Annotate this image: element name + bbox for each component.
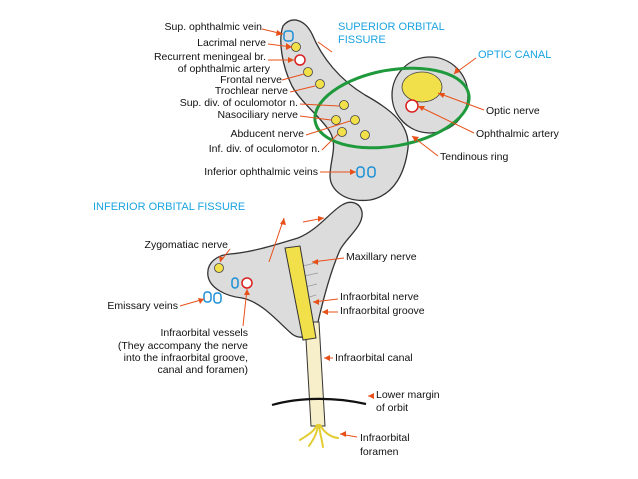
lower-margin-of-orbit	[271, 397, 367, 407]
label-nasociliary-nerve: Nasociliary nerve	[217, 109, 298, 121]
label-inferior-ophthalmic-veins: Inferior ophthalmic veins	[204, 166, 318, 178]
recurrent-meningeal-mark	[294, 54, 306, 66]
label-frontal-nerve: Frontal nerve	[220, 74, 282, 86]
label-ophthalmic-artery: Ophthalmic artery	[476, 128, 560, 140]
inferior-ophthalmic-vein-mark-2	[367, 166, 376, 178]
label-sup-ophthalmic-vein: Sup. ophthalmic vein	[165, 21, 263, 33]
label-inf-div-oculomotor: Inf. div. of oculomotor n.	[209, 143, 320, 155]
inferior-ophthalmic-vein-mark-1	[356, 166, 365, 178]
maxillary-nerve-shape	[284, 245, 317, 341]
label-sup-div-oculomotor: Sup. div. of oculomotor n.	[180, 97, 298, 109]
label-trochlear-nerve: Trochlear nerve	[215, 85, 288, 97]
optic-nerve-mark	[401, 71, 443, 103]
ophthalmic-artery-mark	[405, 99, 419, 113]
label-maxillary-nerve: Maxillary nerve	[346, 251, 417, 263]
label-recurrent-meningeal-1: Recurrent meningeal br.	[154, 51, 266, 63]
label-emissary-veins: Emissary veins	[107, 300, 178, 312]
emissary-vein-mark-3	[231, 277, 239, 289]
label-lacrimal-nerve: Lacrimal nerve	[197, 37, 266, 49]
label-infraorbital-vessels-4: canal and foramen)	[158, 364, 248, 376]
label-abducent-nerve: Abducent nerve	[230, 128, 304, 140]
nasociliary-nerve-mark	[331, 115, 341, 125]
emissary-vein-mark-1	[203, 291, 212, 303]
label-tendinous-ring: Tendinous ring	[440, 151, 508, 163]
heading-optic-canal: OPTIC CANAL	[478, 49, 551, 61]
infraorbital-foramen-branches	[299, 424, 339, 448]
label-infraorbital-nerve: Infraorbital nerve	[340, 291, 419, 303]
abducent-nerve-mark	[350, 115, 360, 125]
label-optic-nerve: Optic nerve	[486, 105, 540, 117]
lacrimal-nerve-mark	[291, 42, 301, 52]
heading-superior-orbital-fissure-1: SUPERIOR ORBITAL	[338, 21, 445, 33]
infraorbital-vessels-mark	[241, 277, 253, 289]
heading-inferior-orbital-fissure: INFERIOR ORBITAL FISSURE	[93, 201, 245, 213]
arrow-heads	[198, 30, 460, 437]
heading-superior-orbital-fissure-2: FISSURE	[338, 34, 386, 46]
inferior-orbital-fissure-shape	[207, 201, 363, 338]
frontal-nerve-mark	[303, 67, 313, 77]
label-infraorbital-vessels-2: (They accompany the nerve	[118, 340, 248, 352]
label-infraorbital-canal: Infraorbital canal	[335, 352, 413, 364]
inf-div-oculomotor-mark-2	[360, 130, 370, 140]
label-recurrent-meningeal-2: of ophthalmic artery	[178, 63, 271, 75]
label-infraorbital-vessels-3: into the infraorbital groove,	[124, 352, 248, 364]
label-zygomatic-nerve: Zygomatiac nerve	[145, 239, 229, 251]
label-lower-margin-2: of orbit	[376, 402, 408, 414]
label-infraorbital-foramen-1: Infraorbital	[360, 432, 410, 444]
trochlear-nerve-mark	[315, 79, 325, 89]
label-infraorbital-groove: Infraorbital groove	[340, 305, 425, 317]
emissary-vein-mark-2	[213, 292, 222, 304]
label-infraorbital-foramen-2: foramen	[360, 446, 399, 458]
zygomatic-nerve-mark	[214, 263, 224, 273]
label-lower-margin-1: Lower margin	[376, 389, 440, 401]
label-infraorbital-vessels-1: Infraorbital vessels	[160, 327, 248, 339]
tendinous-ring	[313, 66, 471, 150]
inf-div-oculomotor-mark	[337, 127, 347, 137]
sup-div-oculomotor-mark	[339, 100, 349, 110]
sup-ophthalmic-vein-mark	[283, 30, 294, 42]
